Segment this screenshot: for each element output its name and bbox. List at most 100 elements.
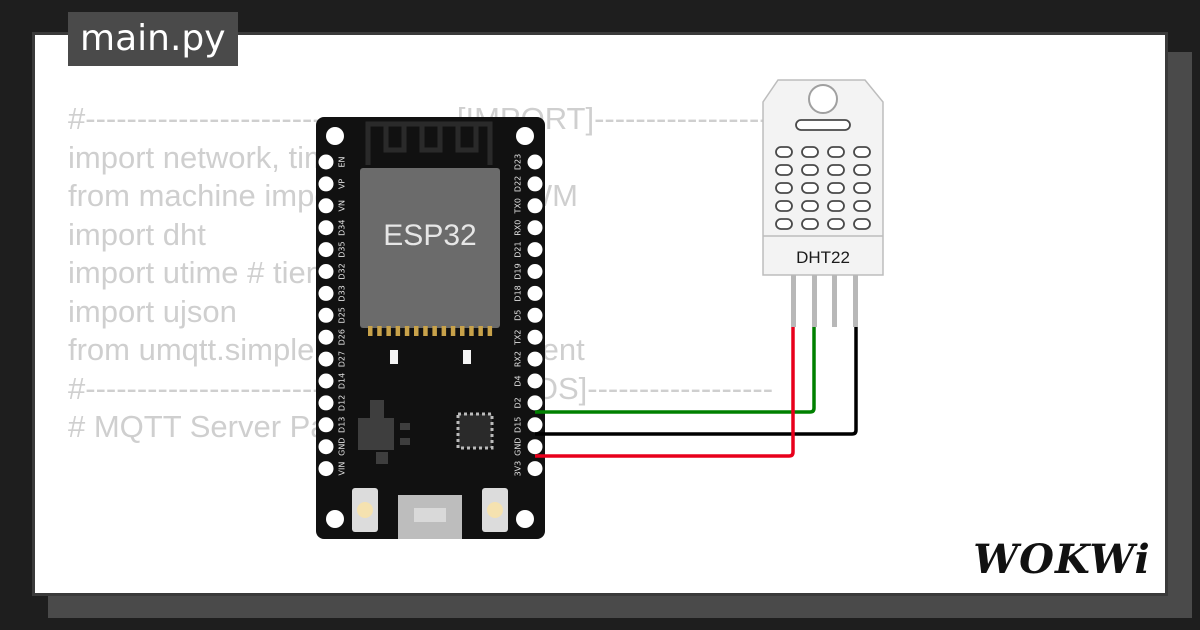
mounting-hole: [516, 127, 534, 145]
right-pin[interactable]: [527, 176, 543, 192]
left-pin[interactable]: [318, 220, 334, 236]
boot-button[interactable]: [352, 488, 378, 532]
vent-slot: [801, 218, 819, 230]
vent-slot: [853, 164, 871, 176]
vent-slot: [801, 146, 819, 158]
left-pin-label: D27: [338, 351, 347, 367]
left-pin[interactable]: [318, 417, 334, 433]
left-pin[interactable]: [318, 176, 334, 192]
left-pin[interactable]: [318, 307, 334, 323]
vent-slot: [853, 200, 871, 212]
right-pin[interactable]: [527, 242, 543, 258]
voltage-regulator: [358, 418, 394, 450]
dht22-sensor[interactable]: DHT22: [762, 79, 884, 327]
left-pin[interactable]: [318, 198, 334, 214]
right-pin[interactable]: [527, 154, 543, 170]
module-pin: [414, 326, 419, 336]
mounting-hole: [326, 127, 344, 145]
simulation-card: [32, 32, 1168, 596]
right-pin[interactable]: [527, 264, 543, 279]
regulator-pin: [400, 423, 410, 430]
esp32-label: ESP32: [383, 219, 476, 252]
module-pin: [368, 326, 373, 336]
right-pin[interactable]: [527, 439, 543, 455]
left-pin[interactable]: [318, 395, 334, 411]
left-pin[interactable]: [318, 439, 334, 455]
left-pin-label: D34: [338, 220, 347, 236]
wire-ground[interactable]: [535, 327, 858, 436]
right-pin-label: RX2: [514, 351, 523, 367]
vent-slot: [775, 146, 793, 158]
vent-slot: [827, 164, 845, 176]
vent-slot: [775, 164, 793, 176]
vent-slot: [853, 218, 871, 230]
esp32-module: [360, 168, 500, 328]
module-pin: [386, 326, 391, 336]
usb-serial-chip: [456, 412, 494, 450]
left-pin-label: VIN: [338, 462, 347, 476]
module-pin: [441, 326, 447, 336]
module-pin: [487, 326, 493, 336]
left-pin-label: D33: [338, 285, 347, 301]
left-pin[interactable]: [318, 373, 334, 389]
left-pin-label: D35: [338, 241, 347, 257]
left-pin[interactable]: [318, 285, 334, 301]
regulator-pin: [400, 438, 410, 445]
wire-power[interactable]: [535, 327, 795, 458]
left-pin-label: D14: [338, 373, 347, 389]
vent-slot: [801, 164, 819, 176]
antenna-trace: [365, 121, 493, 165]
left-pin[interactable]: [318, 264, 334, 279]
right-pin-label: D4: [514, 375, 523, 386]
right-pin[interactable]: [527, 373, 543, 389]
right-pin-header: D23D22TX0RX0D21D19D18D5TX2RX2D4D2D15GND3…: [514, 154, 543, 477]
vent-slot: [801, 182, 819, 194]
right-pin[interactable]: [527, 307, 543, 323]
left-pin[interactable]: [318, 461, 334, 477]
right-pin-label: RX0: [514, 220, 523, 236]
dht22-label: DHT22: [796, 248, 850, 267]
module-pin: [450, 326, 456, 336]
dht22-lead-nc: [832, 275, 837, 327]
left-pin-label: D13: [338, 417, 347, 433]
vent-slot: [775, 218, 793, 230]
left-pin-label: EN: [338, 156, 347, 167]
wire-signal[interactable]: [535, 327, 816, 414]
module-pin: [395, 326, 401, 336]
mounting-hole: [326, 510, 344, 528]
module-pins: [368, 326, 493, 336]
right-pin[interactable]: [527, 329, 543, 345]
module-pin: [423, 326, 428, 336]
left-pin-label: D26: [338, 329, 347, 345]
vent-slot: [827, 200, 845, 212]
right-pin[interactable]: [527, 395, 543, 411]
right-pin-label: D5: [514, 310, 523, 321]
right-pin[interactable]: [527, 220, 543, 236]
file-tab[interactable]: main.py: [68, 12, 238, 66]
vent-slot: [827, 146, 845, 158]
left-pin[interactable]: [318, 351, 334, 367]
wokwi-logo: WOKWi: [973, 536, 1150, 583]
right-pin-label: 3V3: [514, 461, 523, 477]
right-pin-label: TX0: [514, 198, 523, 214]
right-pin[interactable]: [527, 417, 543, 433]
reset-button[interactable]: [482, 488, 508, 532]
right-pin[interactable]: [527, 198, 543, 214]
right-pin[interactable]: [527, 461, 543, 477]
regulator-pin: [376, 452, 388, 464]
right-pin-label: D23: [514, 154, 523, 170]
left-pin[interactable]: [318, 242, 334, 258]
right-pin[interactable]: [527, 351, 543, 367]
vent-slot: [827, 218, 845, 230]
vent-slot: [827, 182, 845, 194]
dht22-vent-grid: [775, 119, 871, 230]
module-pin: [469, 326, 474, 336]
vent-slot: [795, 119, 851, 131]
left-pin[interactable]: [318, 154, 334, 170]
left-pin[interactable]: [318, 329, 334, 345]
status-led: [463, 350, 471, 364]
left-pin-label: D12: [338, 395, 347, 411]
right-pin[interactable]: [527, 285, 543, 301]
